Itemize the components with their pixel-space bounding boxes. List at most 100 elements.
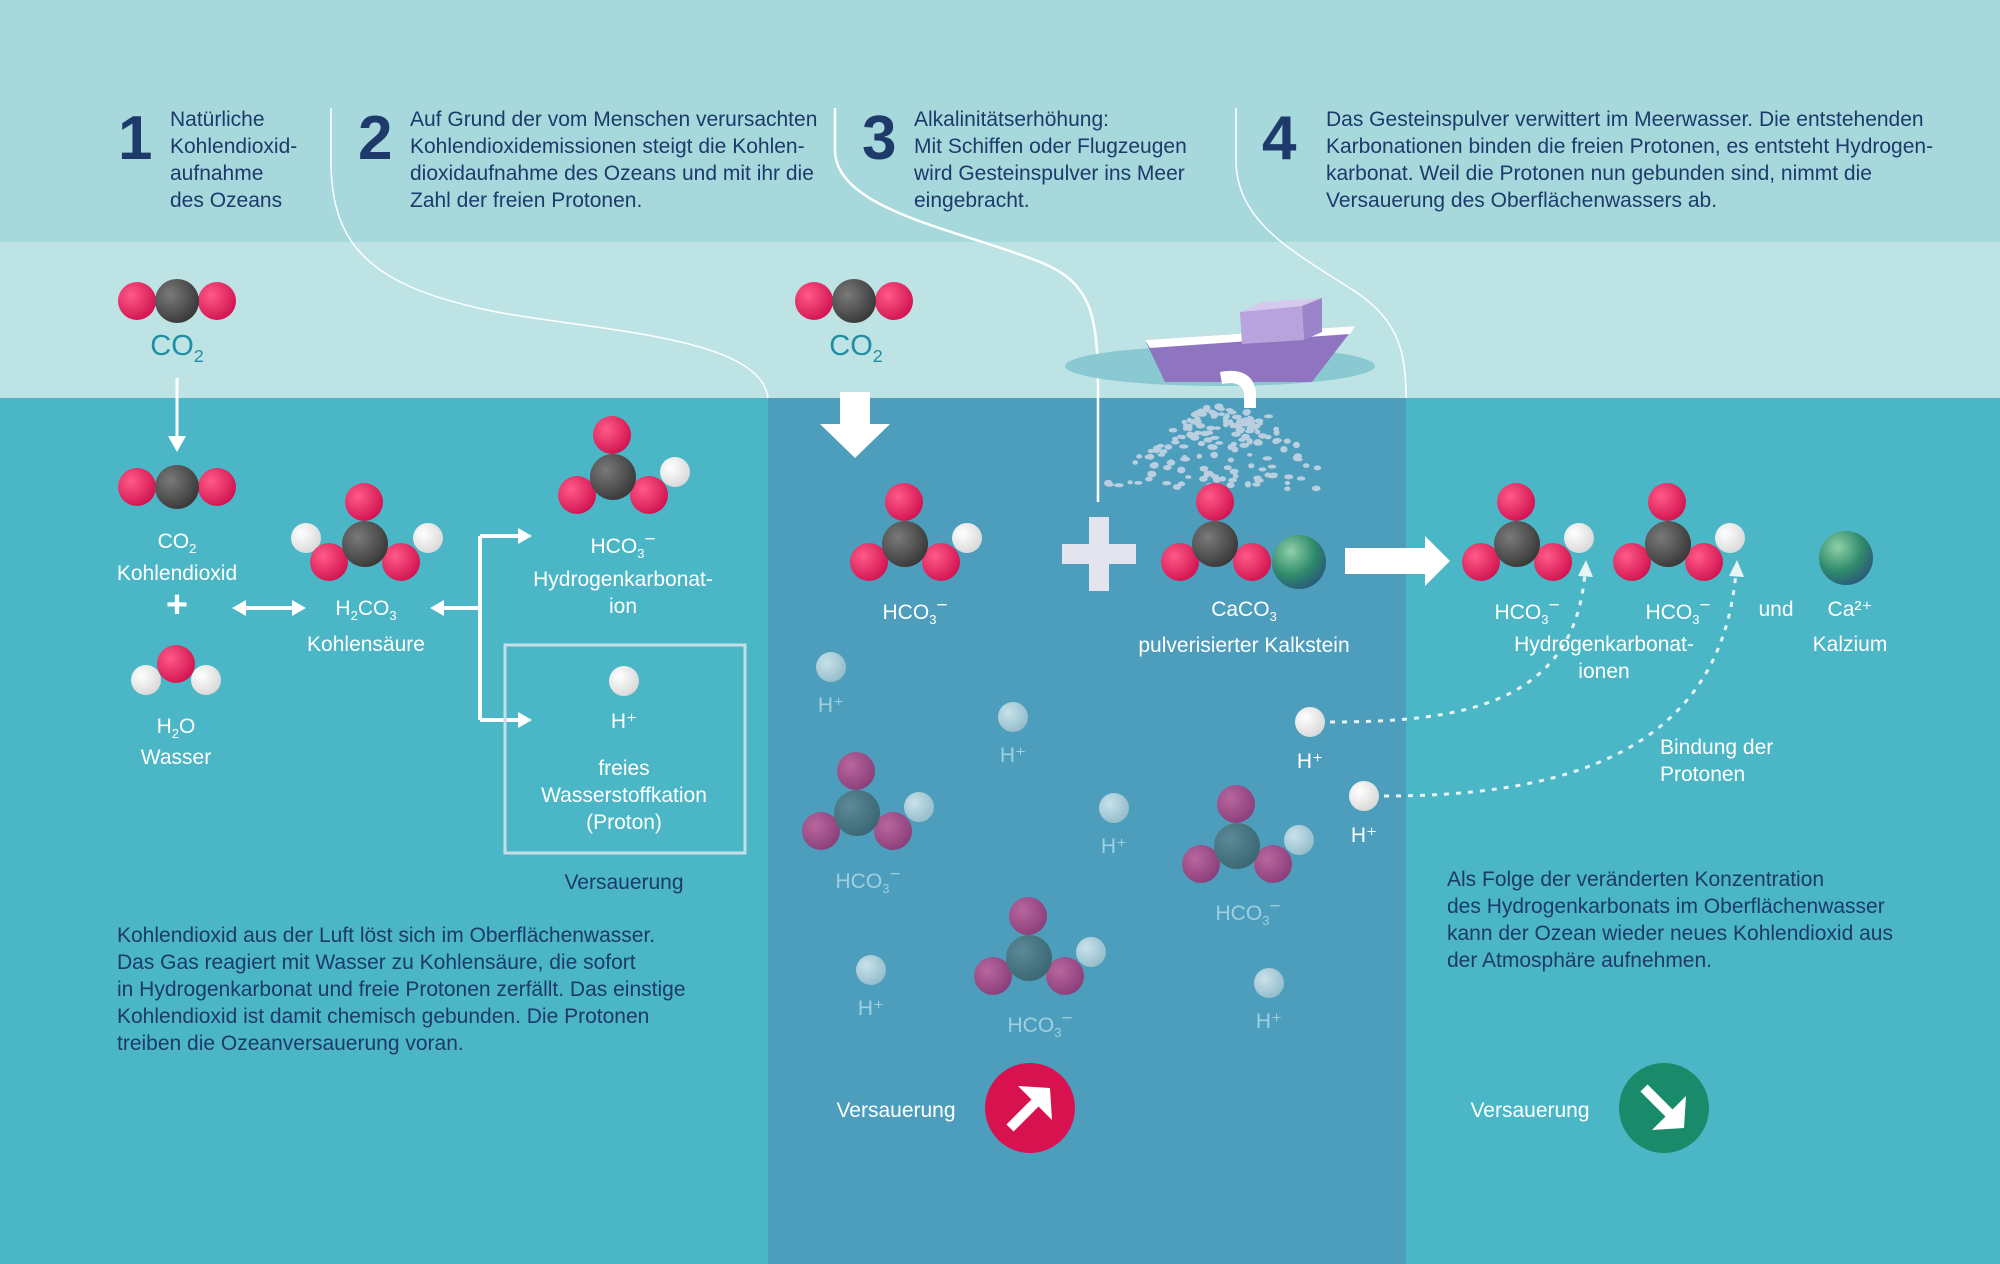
powder-particle [1246, 438, 1253, 445]
powder-particle [1164, 444, 1173, 450]
powder-particle [1254, 478, 1264, 483]
powder-particle [1196, 453, 1203, 459]
powder-particle [1172, 436, 1179, 441]
powder-particle [1258, 433, 1268, 439]
powder-particle [1203, 471, 1210, 478]
powder-particle [1147, 448, 1155, 454]
powder-particle [1162, 481, 1172, 486]
powder-particle [1203, 437, 1213, 443]
powder-particle [1223, 465, 1232, 471]
proton-molecule-1 [609, 666, 639, 696]
powder-particle [1284, 486, 1291, 492]
divider-3-4 [1235, 108, 1407, 399]
hco3-formula-4b: HCO3− [1645, 595, 1711, 628]
powder-particle [1206, 425, 1215, 431]
powder-particle [1179, 444, 1189, 449]
powder-particle [1280, 446, 1288, 453]
faint-proton-label: H⁺ [1255, 1010, 1283, 1033]
hco3-molecule-2 [850, 483, 982, 581]
powder-particle [1239, 442, 1249, 448]
powder-particle [1127, 480, 1133, 485]
arrow-down-big [820, 392, 890, 458]
faint-hco3-3 [974, 897, 1106, 995]
co2-air-formula-2: CO2 [829, 330, 883, 366]
h2o-molecule [131, 645, 221, 695]
powder-particle [1134, 481, 1143, 485]
h2co3-formula: H2CO3 [335, 597, 397, 624]
powder-particle [1229, 468, 1239, 475]
arrow-right-big [1345, 536, 1450, 586]
powder-particle [1157, 453, 1166, 457]
powder-particle [1231, 414, 1242, 420]
powder-particle [1151, 461, 1159, 469]
powder-particle [1219, 476, 1226, 482]
divider-2-3 [833, 108, 1100, 502]
step-2-number: 2 [358, 104, 393, 173]
powder-particle [1232, 473, 1239, 479]
powder-particle [1227, 457, 1234, 463]
plus-sign-1: + [165, 584, 189, 626]
faint-proton-label: H⁺ [817, 694, 845, 717]
caco3-formula: CaCO3 [1211, 598, 1277, 625]
powder-particle [1225, 408, 1234, 412]
split-arrows [438, 534, 520, 722]
co2-dissolved-formula: CO2 [157, 530, 197, 557]
powder-particle [1186, 431, 1194, 438]
powder-particle [1210, 435, 1220, 440]
powder-particle [1218, 412, 1226, 417]
faint-hco3-1 [802, 752, 934, 850]
powder-particle [1272, 438, 1282, 443]
proton-label-4a: H⁺ [1296, 750, 1324, 773]
step-2-text: Auf Grund der vom Menschen verursachten … [410, 108, 818, 212]
hco3-formula-2: HCO3− [882, 595, 948, 628]
hco3-formula-1: HCO3− [590, 529, 656, 562]
powder-particle [1226, 482, 1235, 489]
co2-molecule-dissolved [118, 465, 236, 509]
panel-1-description: Kohlendioxid aus der Luft löst sich im O… [117, 924, 686, 1055]
proton-box [503, 643, 747, 855]
powder-particle [1264, 414, 1274, 419]
powder-particle [1214, 426, 1221, 430]
powder-particle [1311, 485, 1321, 492]
proton-label-4b: H⁺ [1350, 824, 1378, 847]
h2o-name: Wasser [140, 746, 212, 769]
powder-particle [1207, 444, 1218, 450]
hco3-name-4: Hydrogenkarbonat- ionen [1514, 633, 1694, 683]
powder-particle [1273, 431, 1280, 436]
powder-particle [1168, 428, 1178, 433]
acid-label-1: Versauerung [564, 871, 684, 894]
faint-hco3-label: HCO3− [835, 864, 901, 897]
powder-particle [1145, 476, 1153, 482]
powder-particle [1114, 483, 1124, 488]
co2-molecule-air-1 [118, 279, 236, 323]
powder-particle [1177, 434, 1183, 439]
double-arrow-equilibrium [232, 600, 306, 616]
powder-particle [1168, 459, 1175, 466]
step-4-number: 4 [1262, 104, 1297, 173]
panel-4-description: Als Folge der veränderten Konzentration … [1447, 868, 1893, 972]
plus-icon-big [1062, 517, 1136, 591]
proton-molecule-4a [1295, 707, 1325, 737]
powder-particle [1159, 449, 1168, 454]
powder-particle [1254, 429, 1261, 435]
calcium-ion [1819, 531, 1873, 585]
hco3-formula-4a: HCO3− [1494, 595, 1560, 628]
sky-band [0, 242, 2000, 398]
powder-particle [1228, 477, 1237, 483]
powder-particle [1258, 467, 1267, 472]
powder-particle [1302, 463, 1310, 468]
powder-particle [1283, 438, 1291, 444]
h2o-formula: H2O [156, 715, 196, 742]
powder-particle [1172, 484, 1182, 490]
powder-particle [1227, 444, 1234, 450]
powder-particle [1214, 403, 1224, 411]
powder-particle [1252, 424, 1259, 431]
split-arrowheads [430, 528, 532, 728]
co2-dissolved-name: Kohlendioxid [116, 562, 238, 585]
powder-particle [1186, 425, 1193, 432]
calcium-formula: Ca²⁺ [1827, 598, 1873, 621]
faint-hco3-label: HCO3− [1215, 896, 1281, 929]
hco3-name-1: Hydrogenkarbonat- ion [533, 568, 713, 618]
powder-particle [1197, 440, 1206, 447]
faint-hco3-label: HCO3− [1007, 1008, 1073, 1041]
